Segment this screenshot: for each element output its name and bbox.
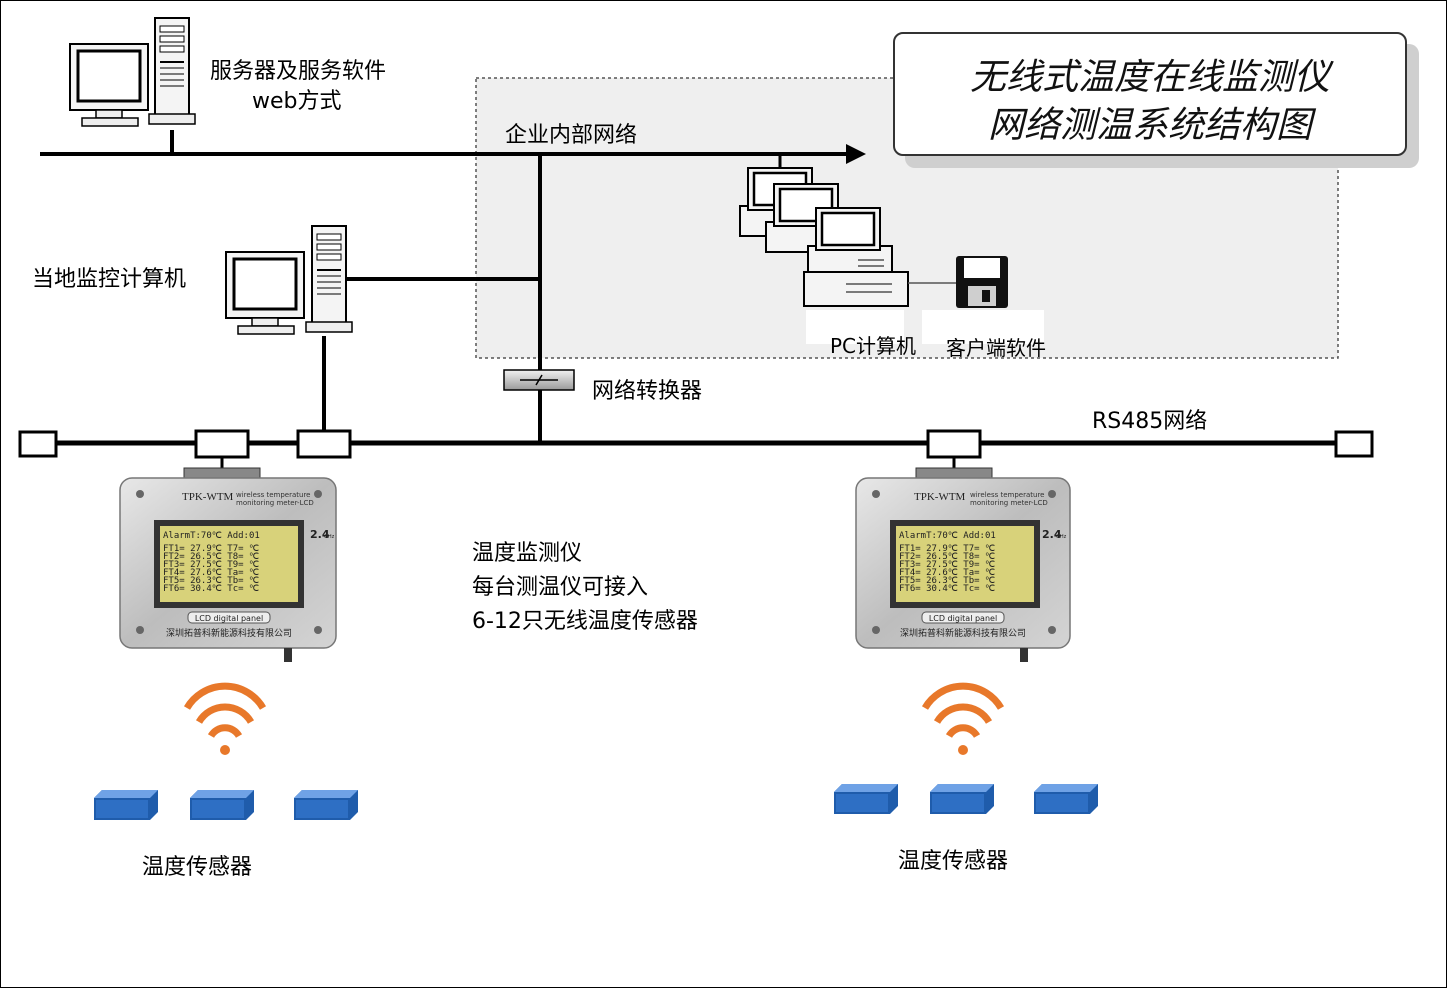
lcd-panel-label: LCD digital panel xyxy=(195,614,263,623)
bus-node xyxy=(296,429,352,459)
temperature-sensor-icon xyxy=(190,790,254,820)
temperature-monitor-right: TPK-WTM wireless temperature monitoring … xyxy=(855,467,1071,662)
bus-node xyxy=(926,429,982,459)
wireless-signal-icon xyxy=(925,686,1001,755)
local-monitoring-computer xyxy=(224,225,353,336)
device-freq-unit: GHz xyxy=(324,534,335,540)
lcd-row: FT6= 30.4℃ Tc= ℃ xyxy=(163,584,259,594)
sensor-label-left: 温度传感器 xyxy=(142,855,253,880)
temperature-sensor-icon xyxy=(294,790,358,820)
device-freq-unit: GHz xyxy=(1056,534,1067,540)
bus-terminator-left xyxy=(18,430,58,458)
device-company: 深圳拓普科新能源科技有限公司 xyxy=(900,627,1026,639)
lcd-header: AlarmT:70℃ Add:01 xyxy=(163,531,260,541)
sensor-label-right: 温度传感器 xyxy=(898,849,1009,874)
device-subtitle-2: monitoring meter-LCD xyxy=(236,499,314,507)
floppy-disk-icon xyxy=(956,256,1008,308)
monitor-desc-2: 每台测温仪可接入 xyxy=(472,575,649,600)
monitor-desc-1: 温度监测仪 xyxy=(472,541,583,566)
device-subtitle-1: wireless temperature xyxy=(970,491,1044,499)
monitor-desc-3: 6-12只无线温度传感器 xyxy=(472,609,698,634)
temperature-sensor-icon xyxy=(834,784,898,814)
device-freq: 2.4 xyxy=(310,528,330,541)
intranet-label: 企业内部网络 xyxy=(505,123,638,148)
device-model: TPK-WTM xyxy=(914,491,966,503)
lcd-row: FT4= 27.6℃ Ta= ℃ xyxy=(163,568,259,578)
temperature-monitor-left: TPK-WTM wireless temperature monitoring … xyxy=(119,467,337,662)
server-web-label: web方式 xyxy=(252,89,342,114)
lcd-row: FT3= 27.5℃ T9= ℃ xyxy=(163,560,259,570)
intranet-arrow xyxy=(846,144,866,164)
wireless-signal-icon xyxy=(187,686,263,755)
local-pc-label: 当地监控计算机 xyxy=(32,267,187,292)
device-freq: 2.4 xyxy=(1042,528,1062,541)
lcd-row: FT1= 27.9℃ T7= ℃ xyxy=(163,544,259,554)
device-model: TPK-WTM xyxy=(182,491,234,503)
lcd-row: FT4= 27.6℃ Ta= ℃ xyxy=(899,568,995,578)
server-label: 服务器及服务软件 xyxy=(210,59,387,84)
temperature-sensor-icon xyxy=(94,790,158,820)
client-pc-group xyxy=(738,166,909,307)
device-subtitle-1: wireless temperature xyxy=(236,491,310,499)
lcd-row: FT1= 27.9℃ T7= ℃ xyxy=(899,544,995,554)
temperature-sensor-icon xyxy=(1034,784,1098,814)
device-subtitle-2: monitoring meter-LCD xyxy=(970,499,1048,507)
bus-terminator-right xyxy=(1334,430,1374,458)
lcd-header: AlarmT:70℃ Add:01 xyxy=(899,531,996,541)
lcd-row: FT6= 30.4℃ Tc= ℃ xyxy=(899,584,995,594)
lcd-row: FT5= 26.3℃ Tb= ℃ xyxy=(899,576,995,586)
lcd-row: FT2= 26.5℃ T8= ℃ xyxy=(899,552,995,562)
lcd-panel-label: LCD digital panel xyxy=(929,614,997,623)
bus-node xyxy=(194,429,250,459)
converter-label: 网络转换器 xyxy=(592,379,703,404)
network-converter-icon xyxy=(503,369,575,391)
lcd-row: FT5= 26.3℃ Tb= ℃ xyxy=(163,576,259,586)
lcd-row: FT2= 26.5℃ T8= ℃ xyxy=(163,552,259,562)
pc-label: PC计算机 xyxy=(830,334,917,358)
server-computer xyxy=(68,17,196,128)
client-software-label: 客户端软件 xyxy=(946,336,1046,360)
temperature-sensor-icon xyxy=(930,784,994,814)
title-line-2: 网络测温系统结构图 xyxy=(987,105,1312,146)
lcd-row: FT3= 27.5℃ T9= ℃ xyxy=(899,560,995,570)
title-box: 无线式温度在线监测仪 网络测温系统结构图 xyxy=(893,32,1407,156)
device-company: 深圳拓普科新能源科技有限公司 xyxy=(166,627,292,639)
rs485-label: RS485网络 xyxy=(1092,409,1208,434)
title-line-1: 无线式温度在线监测仪 xyxy=(969,57,1330,98)
